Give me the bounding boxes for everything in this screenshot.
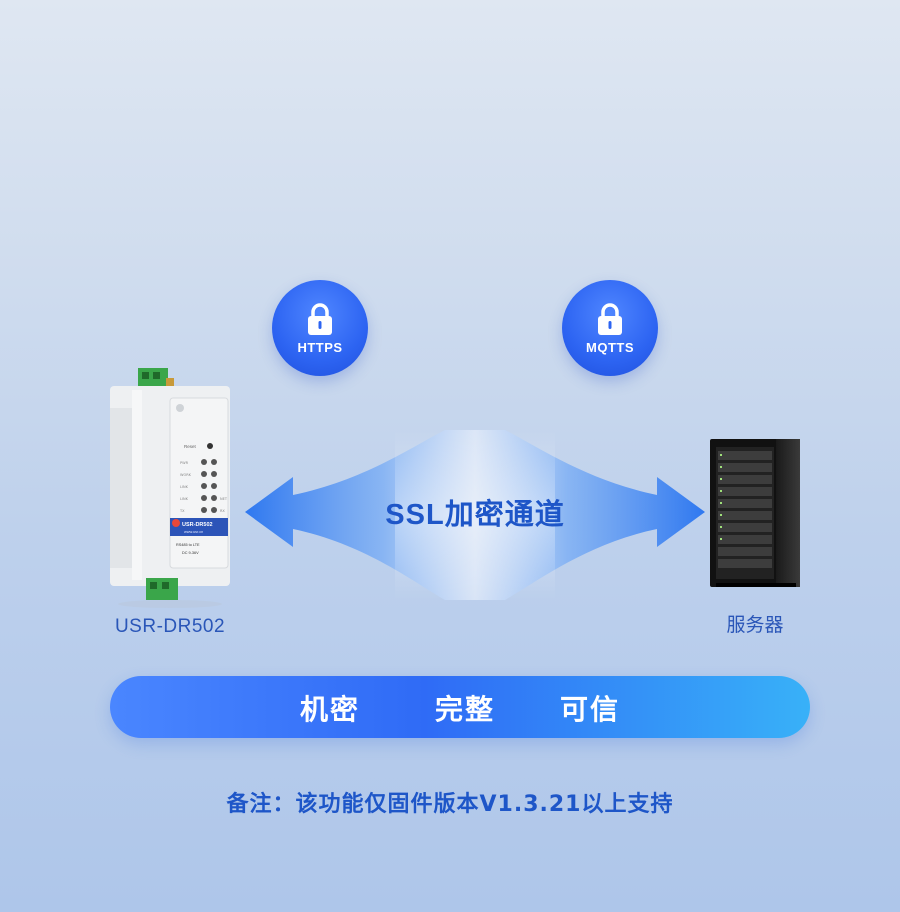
model-label: RS485 to LTE — [176, 543, 200, 547]
site-label: www.usr.cn — [184, 530, 203, 534]
led-label: LINK — [180, 485, 189, 489]
https-label: HTTPS — [297, 339, 343, 355]
lock-icon — [308, 302, 332, 335]
server-rack-image — [710, 439, 800, 587]
mqtts-badge: MQTTS — [562, 280, 658, 376]
server-units — [718, 451, 772, 568]
lock-icon — [598, 302, 622, 335]
ssl-tunnel-label: SSL加密通道 — [385, 499, 565, 531]
device-name: USR-DR502 — [114, 616, 226, 637]
feature-confidential: 机密 — [300, 693, 361, 726]
feature-trusted: 可信 — [560, 693, 621, 726]
mqtts-label: MQTTS — [586, 339, 634, 355]
status-leds — [201, 459, 217, 513]
led-label: RX — [220, 509, 225, 513]
power-label: DC 9-36V — [182, 551, 199, 555]
https-badge: HTTPS — [272, 280, 368, 376]
led-label: LINK — [180, 497, 189, 501]
firmware-footnote: 备注：该功能仅固件版本V1.3.21以上支持 — [226, 792, 674, 817]
brand-label: USR-DR502 — [182, 522, 213, 528]
din-rail-device-image: Reset PWR WORK LINK LINK TX NET RX USR-D… — [110, 368, 230, 608]
server-label: 服务器 — [726, 614, 784, 636]
reset-label: Reset — [184, 444, 197, 449]
led-label: PWR — [180, 461, 189, 465]
feature-integrity: 完整 — [435, 693, 496, 726]
led-label: NET — [220, 497, 228, 501]
ssl-tunnel-graphic — [245, 430, 705, 600]
features-bar: 机密 完整 可信 — [110, 676, 810, 738]
led-label: TX — [179, 509, 185, 513]
led-label: WORK — [180, 473, 192, 477]
